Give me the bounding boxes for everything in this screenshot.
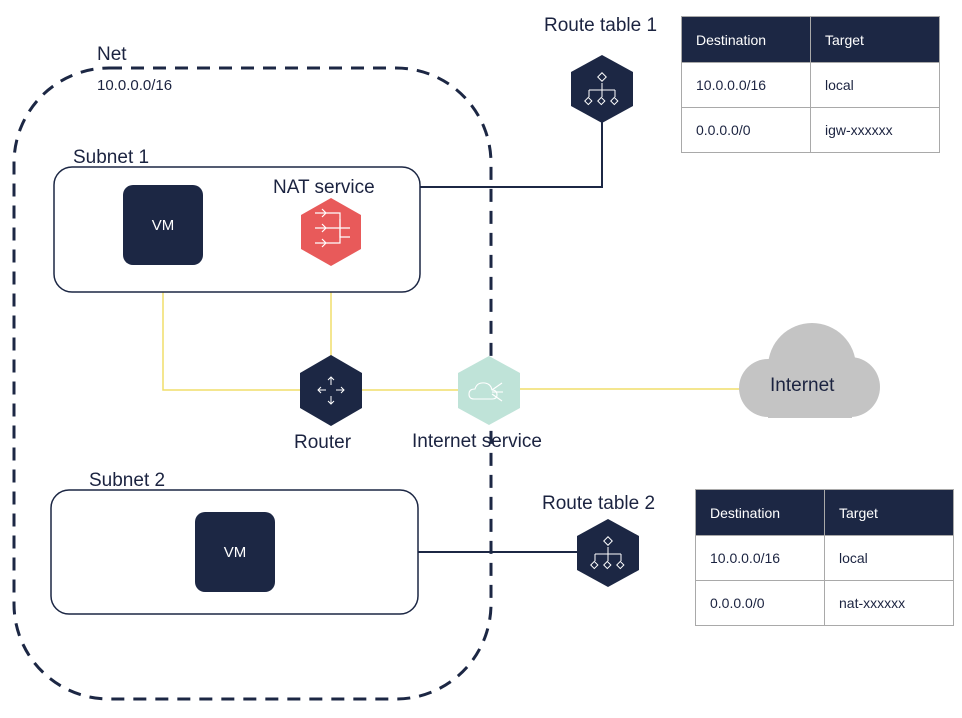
subnet1-label: Subnet 1 bbox=[73, 147, 150, 168]
table-header-row: Destination Target bbox=[681, 16, 940, 63]
router-icon bbox=[300, 355, 362, 426]
subnet1-vm-label: VM bbox=[151, 216, 175, 234]
table-row: 10.0.0.0/16 local bbox=[681, 62, 940, 108]
target-cell: nat-xxxxxx bbox=[824, 580, 954, 626]
destination-header: Destination bbox=[695, 489, 825, 536]
vm1-router-link bbox=[162, 292, 300, 391]
target-cell: local bbox=[824, 535, 954, 581]
target-cell: igw-xxxxxx bbox=[810, 107, 940, 153]
destination-cell: 0.0.0.0/0 bbox=[695, 580, 825, 626]
destination-cell: 0.0.0.0/0 bbox=[681, 107, 811, 153]
table-row: 0.0.0.0/0 igw-xxxxxx bbox=[681, 107, 940, 153]
destination-cell: 10.0.0.0/16 bbox=[681, 62, 811, 108]
internet-service-icon bbox=[458, 356, 520, 425]
subnet2-vm-label: VM bbox=[223, 543, 247, 561]
internet-service-label: Internet service bbox=[412, 431, 542, 452]
subnet1-vm[interactable]: VM bbox=[123, 185, 203, 265]
subnet2-label: Subnet 2 bbox=[89, 470, 166, 491]
target-header: Target bbox=[824, 489, 954, 536]
nat-service-label: NAT service bbox=[273, 177, 375, 198]
table-row: 10.0.0.0/16 local bbox=[695, 535, 954, 581]
target-cell: local bbox=[810, 62, 940, 108]
route-table-1-title: Route table 1 bbox=[544, 15, 658, 36]
target-header: Target bbox=[810, 16, 940, 63]
destination-header: Destination bbox=[681, 16, 811, 63]
internet-label: Internet bbox=[770, 375, 835, 396]
subnet1-routetable1-link bbox=[420, 120, 603, 188]
net-label: Net bbox=[97, 44, 127, 65]
route-table-1: Destination Target 10.0.0.0/16 local 0.0… bbox=[681, 16, 940, 153]
table-row: 0.0.0.0/0 nat-xxxxxx bbox=[695, 580, 954, 626]
subnet2-vm[interactable]: VM bbox=[195, 512, 275, 592]
net-boundary bbox=[12, 66, 493, 701]
table-header-row: Destination Target bbox=[695, 489, 954, 536]
route-table-2-icon bbox=[577, 519, 639, 587]
router-label: Router bbox=[294, 432, 352, 453]
route-table-1-icon bbox=[571, 55, 633, 123]
internet-cloud-icon bbox=[739, 323, 880, 418]
route-table-2: Destination Target 10.0.0.0/16 local 0.0… bbox=[695, 489, 954, 626]
nat-service-icon bbox=[301, 198, 361, 266]
destination-cell: 10.0.0.0/16 bbox=[695, 535, 825, 581]
route-table-2-title: Route table 2 bbox=[542, 493, 656, 514]
net-cidr: 10.0.0.0/16 bbox=[97, 77, 173, 94]
